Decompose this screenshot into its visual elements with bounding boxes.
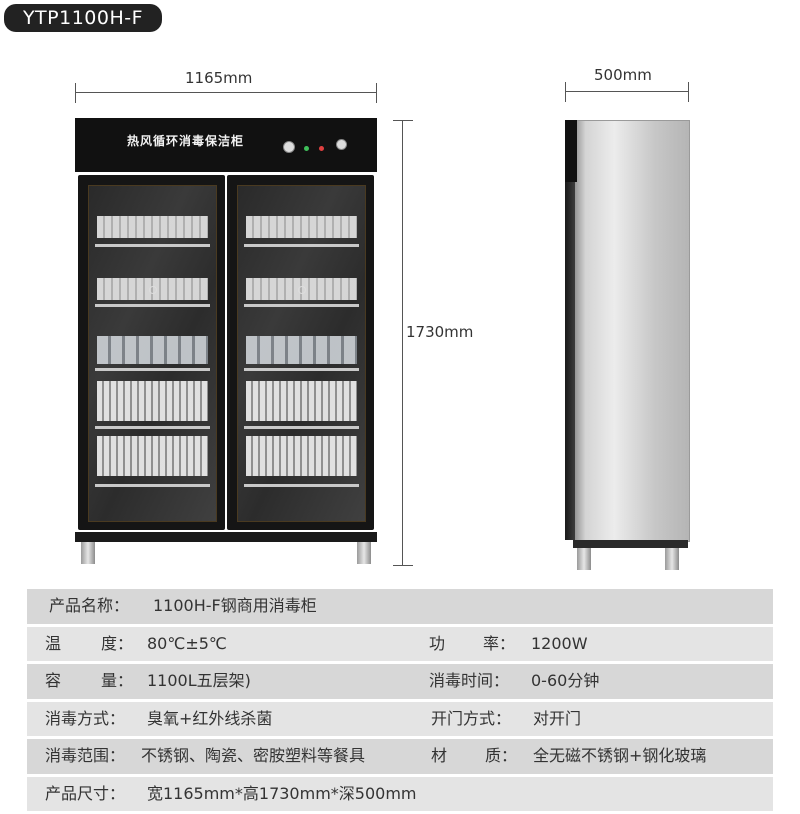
shelf bbox=[95, 484, 210, 487]
door-handle-icon bbox=[149, 286, 157, 294]
temperature-value: 80℃±5℃ bbox=[147, 633, 227, 653]
shelf bbox=[244, 244, 359, 247]
plates-rack bbox=[97, 381, 208, 421]
product-size-value: 宽1165mm*高1730mm*深500mm bbox=[147, 783, 417, 803]
shelf bbox=[244, 368, 359, 371]
product-size-label: 产品尺寸： bbox=[45, 783, 126, 803]
capacity-label-suffix: 量： bbox=[101, 671, 134, 690]
depth-tick-left bbox=[565, 82, 566, 102]
sterilization-time-value: 0-60分钟 bbox=[531, 671, 600, 690]
bowls-rack bbox=[246, 216, 357, 238]
sterilization-method-label: 消毒方式： bbox=[45, 708, 126, 728]
bowls-rack bbox=[97, 216, 208, 238]
width-tick-right bbox=[376, 83, 377, 103]
width-tick-left bbox=[75, 83, 76, 103]
depth-tick-right bbox=[688, 82, 689, 102]
height-tick-top bbox=[393, 120, 413, 121]
product-name-value: 1100H-F钢商用消毒柜 bbox=[153, 596, 317, 615]
cabinet-side-view bbox=[565, 120, 690, 570]
spec-row: 容 量： 1100L五层架) 消毒时间： 0-60分钟 bbox=[27, 664, 773, 699]
side-door-edge bbox=[565, 120, 575, 540]
cabinet-leg bbox=[665, 548, 679, 570]
side-panel bbox=[573, 120, 690, 542]
width-dimension-line bbox=[75, 92, 377, 93]
status-led-icon bbox=[319, 146, 324, 151]
material-value: 全无磁不锈钢+钢化玻璃 bbox=[533, 746, 707, 765]
sterilization-method-value: 臭氧+红外线杀菌 bbox=[147, 708, 273, 728]
spec-table: 产品名称： 1100H-F钢商用消毒柜 温 度： 80℃±5℃ 功 率： 120… bbox=[27, 589, 773, 814]
material-label-suffix: 质： bbox=[485, 746, 518, 765]
shelf bbox=[95, 426, 210, 429]
cabinet-door-left bbox=[78, 175, 225, 530]
status-led-icon bbox=[304, 146, 309, 151]
door-glass-panel bbox=[237, 185, 366, 522]
sterilization-range-value: 不锈钢、陶瓷、密胺塑料等餐具 bbox=[141, 746, 366, 765]
spec-row: 温 度： 80℃±5℃ 功 率： 1200W bbox=[27, 626, 773, 661]
height-dimension-label: 1730mm bbox=[406, 323, 474, 341]
door-type-value: 对开门 bbox=[533, 708, 582, 728]
shelf bbox=[244, 426, 359, 429]
cabinet-brand-title: 热风循环消毒保洁柜 bbox=[127, 134, 245, 148]
door-type-label: 开门方式： bbox=[431, 708, 512, 728]
shelf bbox=[244, 304, 359, 307]
capacity-label: 容 bbox=[45, 671, 62, 690]
cabinet-leg bbox=[577, 548, 591, 570]
cabinet-base bbox=[75, 532, 377, 542]
door-glass-panel bbox=[88, 185, 217, 522]
temperature-label-suffix: 度： bbox=[101, 633, 134, 653]
plates-rack bbox=[246, 381, 357, 421]
cabinet-door-right bbox=[227, 175, 374, 530]
timer-knob-icon bbox=[283, 141, 295, 153]
power-label: 功 bbox=[429, 633, 446, 653]
shelf bbox=[95, 244, 210, 247]
temperature-label: 温 bbox=[45, 633, 62, 653]
side-control-panel bbox=[565, 120, 577, 182]
shelf bbox=[95, 368, 210, 371]
power-button-icon bbox=[336, 139, 347, 150]
height-dimension-line bbox=[402, 120, 403, 566]
spec-row: 消毒范围： 不锈钢、陶瓷、密胺塑料等餐具 材 质： 全无磁不锈钢+钢化玻璃 bbox=[27, 739, 773, 774]
sterilization-range-label: 消毒范围： bbox=[45, 746, 126, 765]
spec-row: 消毒方式： 臭氧+红外线杀菌 开门方式： 对开门 bbox=[27, 701, 773, 736]
material-label: 材 bbox=[431, 746, 448, 765]
cups-rack bbox=[97, 336, 208, 364]
power-label-suffix: 率： bbox=[483, 633, 516, 653]
door-handle-icon bbox=[298, 286, 306, 294]
spec-row: 产品尺寸： 宽1165mm*高1730mm*深500mm bbox=[27, 776, 773, 811]
sterilization-time-label: 消毒时间： bbox=[429, 671, 510, 690]
capacity-value: 1100L五层架) bbox=[147, 671, 251, 690]
side-base bbox=[573, 540, 688, 548]
cabinet-control-panel: 热风循环消毒保洁柜 bbox=[75, 118, 377, 172]
model-badge: YTP1100H-F bbox=[4, 4, 162, 32]
power-value: 1200W bbox=[531, 633, 588, 653]
cups-rack bbox=[246, 336, 357, 364]
cabinet-front-view: 热风循环消毒保洁柜 bbox=[75, 118, 377, 568]
plates-rack bbox=[97, 436, 208, 476]
product-name-label: 产品名称： bbox=[49, 596, 130, 615]
depth-dimension-line bbox=[565, 91, 689, 92]
height-tick-bottom bbox=[393, 565, 413, 566]
spec-row: 产品名称： 1100H-F钢商用消毒柜 bbox=[27, 589, 773, 624]
cabinet-leg bbox=[357, 542, 371, 564]
depth-dimension-label: 500mm bbox=[594, 66, 652, 84]
shelf bbox=[95, 304, 210, 307]
shelf bbox=[244, 484, 359, 487]
plates-rack bbox=[246, 436, 357, 476]
width-dimension-label: 1165mm bbox=[185, 69, 253, 87]
cabinet-leg bbox=[81, 542, 95, 564]
